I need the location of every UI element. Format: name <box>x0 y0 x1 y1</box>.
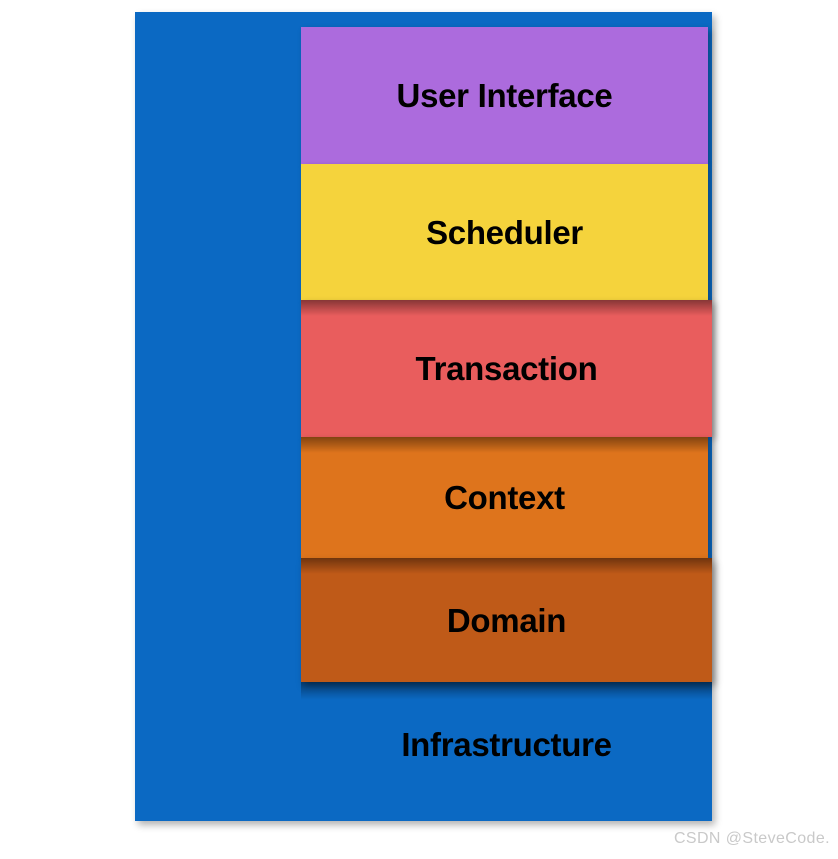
layer-scheduler: Scheduler <box>301 164 708 300</box>
layer-transaction-label: Transaction <box>415 350 598 387</box>
layer-user-interface-label: User Interface <box>396 77 613 114</box>
layer-infrastructure-label: Infrastructure <box>401 726 612 763</box>
watermark: CSDN @SteveCode. <box>673 830 830 847</box>
layer-user-interface: User Interface <box>301 27 708 164</box>
layer-scheduler-label: Scheduler <box>426 213 583 251</box>
layer-domain-label: Domain <box>446 601 567 639</box>
layer-context-label: Context <box>444 479 565 516</box>
layer-domain: Domain <box>301 558 712 682</box>
layer-transaction: Transaction <box>301 300 712 437</box>
layer-context: Context <box>301 437 708 558</box>
